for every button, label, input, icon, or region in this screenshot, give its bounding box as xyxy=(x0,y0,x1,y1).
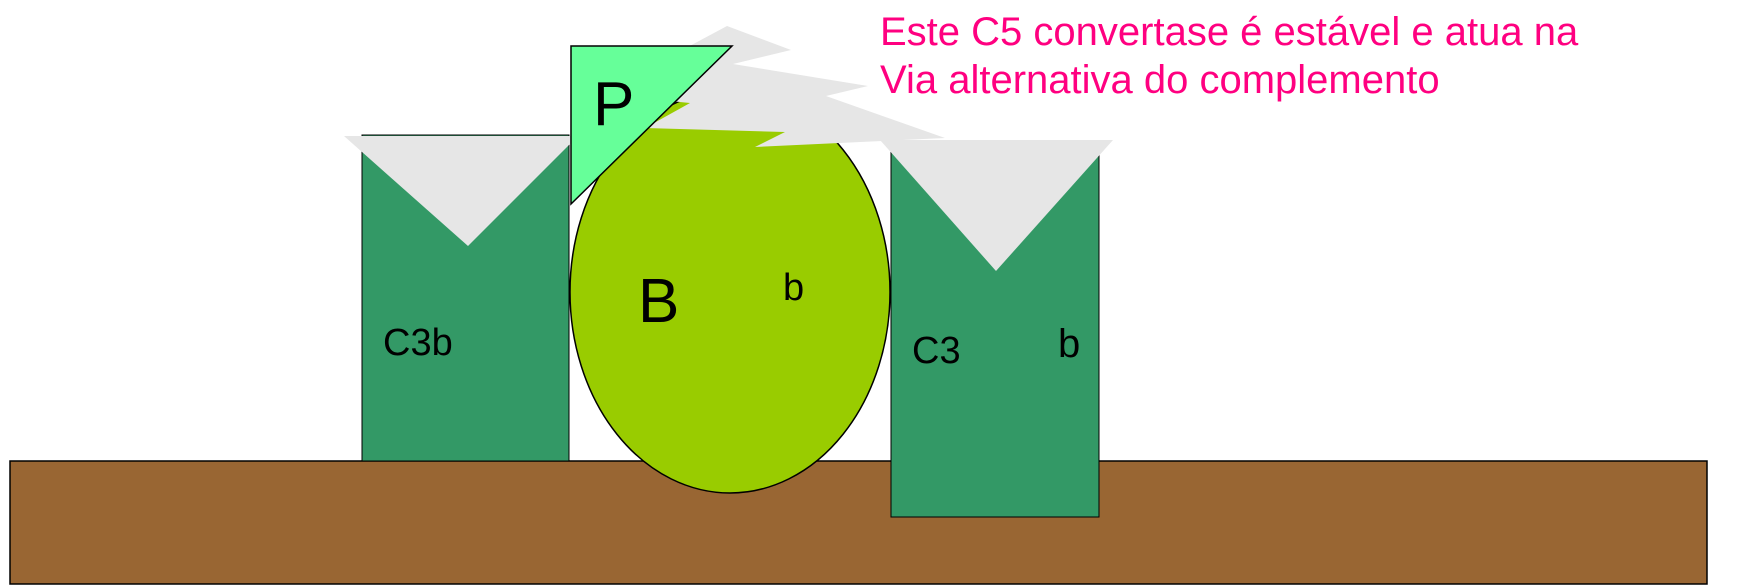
cell-membrane xyxy=(9,460,1708,585)
c3b-right-cleft xyxy=(880,140,1113,271)
c3-right-b-label: b xyxy=(1058,322,1080,366)
caption-line-1: Este C5 convertase é estável e atua na xyxy=(880,10,1579,54)
factor-b-label: B xyxy=(638,267,679,336)
caption: Este C5 convertase é estável e atua na V… xyxy=(880,8,1730,104)
factor-b-small-label: b xyxy=(783,267,804,309)
properdin-triangle xyxy=(570,45,734,206)
c3b-left-label: C3b xyxy=(383,322,453,364)
c3-right-label: C3 xyxy=(912,330,961,372)
c3b-left-cleft xyxy=(344,136,578,246)
caption-line-2: Via alternativa do complemento xyxy=(880,58,1440,102)
properdin-label: P xyxy=(593,70,634,139)
